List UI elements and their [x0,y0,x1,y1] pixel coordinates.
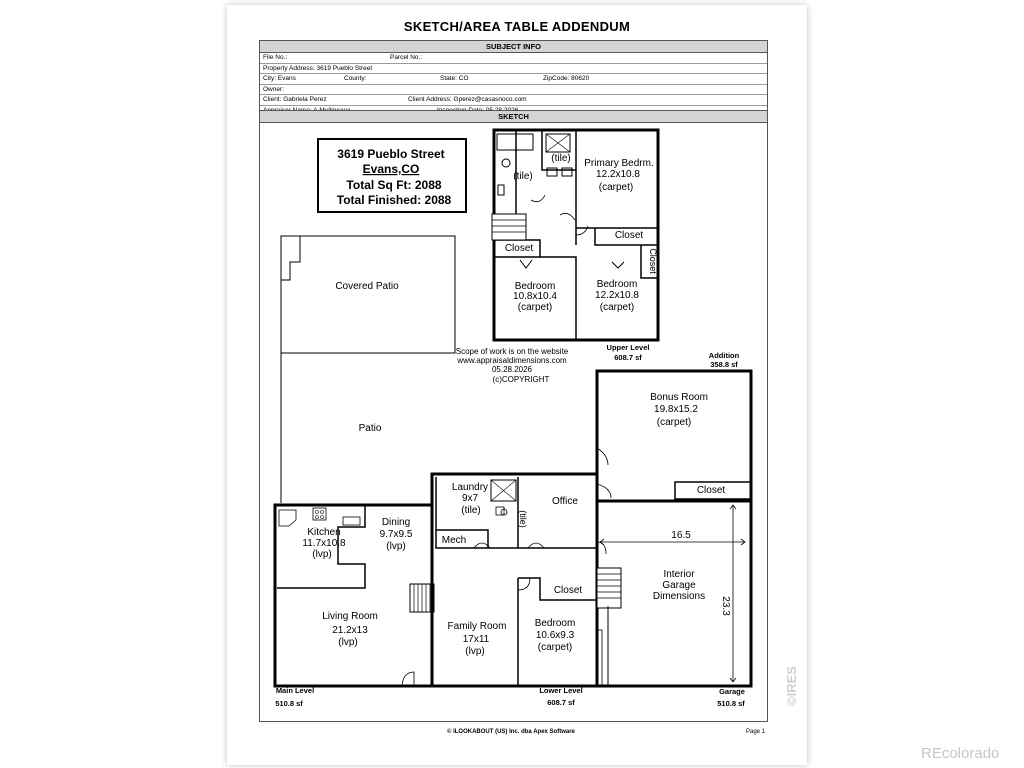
bonus-room-dim: 19.8x15.2 [654,404,698,415]
scope-line-2: www.appraisaldimensions.com [456,356,567,365]
sketch-header: SKETCH [259,110,768,123]
upper-closet-1: Closet [505,243,534,254]
mech-label: Mech [442,535,466,546]
garage-label-3: Dimensions [653,591,705,602]
primary-bedroom-floor: (carpet) [599,182,633,193]
bonus-room-name: Bonus Room [650,392,708,403]
lower-bedroom-dim: 10.6x9.3 [536,630,575,641]
sketch-frame [259,121,768,722]
subject-info-header: SUBJECT INFO [260,41,767,53]
page-number: Page 1 [746,729,766,735]
city: City: Evans [263,75,296,83]
kitchen-dim: 11.7x10.8 [302,538,346,549]
main-level-area: 510.8 sf [275,699,303,708]
primary-bedroom-name: Primary Bedrm. [584,158,653,169]
lower-closet: Closet [554,585,583,596]
laundry-dim: 9x7 [462,493,479,504]
addition-closet: Closet [697,485,726,496]
addition-level [595,369,753,503]
upper-bath-tile-1: (tile) [513,171,532,182]
bedroom-2-floor: (carpet) [600,302,634,313]
garage-label-2: Garage [662,580,696,591]
scope-line-3: 05.28.2026 [492,365,533,374]
scope-line-4: (c)COPYRIGHT [493,375,550,384]
kitchen-floor: (lvp) [312,549,331,560]
laundry-name: Laundry [452,482,488,493]
upper-level [491,128,660,342]
primary-bedroom-dim: 12.2x10.8 [596,169,640,180]
garage-level-name: Garage [719,687,745,696]
addition-level-name: Addition [709,351,740,360]
upper-level-area: 608.7 sf [614,353,642,362]
scope-line-1: Scope of work is on the website [456,347,569,356]
box-total-sqft: Total Sq Ft: 2088 [346,178,441,192]
garage-level [596,499,753,688]
lower-level-name: Lower Level [539,686,582,695]
footer-copyright: © iLOOKABOUT (US) Inc. dba Apex Software [447,729,575,735]
patio-label: Patio [359,423,382,434]
info-row-client: Client: Gabriela Perez Client Address: G… [260,95,767,106]
document-title: SKETCH/AREA TABLE ADDENDUM [403,19,631,34]
living-room-floor: (lvp) [338,637,357,648]
bedroom-2-name: Bedroom [597,279,638,290]
upper-level-name: Upper Level [607,343,650,352]
living-room-name: Living Room [322,611,378,622]
bonus-room-floor: (carpet) [657,417,691,428]
owner: Owner: [263,85,284,93]
bedroom-1-floor: (carpet) [518,302,552,313]
main-level-name: Main Level [276,686,314,695]
property-address: Property Address: 3619 Pueblo Street [263,64,373,72]
appraisal-page: SKETCH/AREA TABLE ADDENDUM SUBJECT INFO … [227,5,807,765]
box-total-finished: Total Finished: 2088 [337,193,452,207]
bedroom-2-dim: 12.2x10.8 [595,290,639,301]
info-row-city: City: Evans County: State: CO ZipCode: 8… [260,74,767,85]
bedroom-1-dim: 10.8x10.4 [513,291,557,302]
garage-label-1: Interior [663,569,695,580]
kitchen-name: Kitchen [307,527,340,538]
zip-code: ZipCode: 80620 [543,75,590,83]
info-row-owner: Owner: [260,85,767,96]
recolorado-watermark: REcolorado [921,745,1000,762]
garage-depth: 23.3 [720,596,731,616]
state: State: CO [440,75,469,83]
client: Client: Gabriela Perez [263,96,327,104]
box-city: Evans,CO [363,162,420,176]
ires-watermark: ©IRES [784,666,799,706]
garage-width: 16.5 [671,530,691,541]
parcel-no: Parcel No.: [390,54,423,61]
dining-dim: 9.7x9.5 [380,529,413,540]
file-no: File No.: [263,54,288,61]
client-address: Client Address: Gperez@casasnoco.com [408,96,527,104]
garage-level-area: 510.8 sf [717,699,745,708]
info-row-file: File No.: Parcel No.: [260,53,767,64]
bedroom-1-name: Bedroom [515,281,556,292]
dining-name: Dining [382,517,410,528]
upper-closet-2: Closet [615,230,644,241]
lower-bath-tile: (tile) [518,510,528,528]
county: County: [344,75,367,83]
upper-closet-3: Closet [648,248,658,274]
address-box: 3619 Pueblo Street Evans,CO Total Sq Ft:… [317,138,467,213]
info-row-address: Property Address: 3619 Pueblo Street [260,64,767,75]
living-room-dim: 21.2x13 [332,625,368,636]
dining-floor: (lvp) [386,541,405,552]
lower-level-area: 608.7 sf [547,698,575,707]
family-room-dim: 17x11 [463,634,490,645]
patio-area [280,235,456,503]
family-room-name: Family Room [448,621,507,632]
box-address: 3619 Pueblo Street [337,147,444,161]
office-label: Office [552,496,578,507]
scope-note: Scope of work is on the website www.appr… [456,347,569,384]
lower-bedroom-floor: (carpet) [538,642,572,653]
lower-bedroom-name: Bedroom [535,618,576,629]
addition-level-area: 358.8 sf [710,360,738,369]
laundry-floor: (tile) [461,505,480,516]
upper-labels: (tile) (tile) Primary Bedrm. 12.2x10.8 (… [505,153,658,313]
covered-patio-label: Covered Patio [335,281,399,292]
upper-bath-tile-2: (tile) [551,153,570,164]
family-room-floor: (lvp) [465,646,484,657]
